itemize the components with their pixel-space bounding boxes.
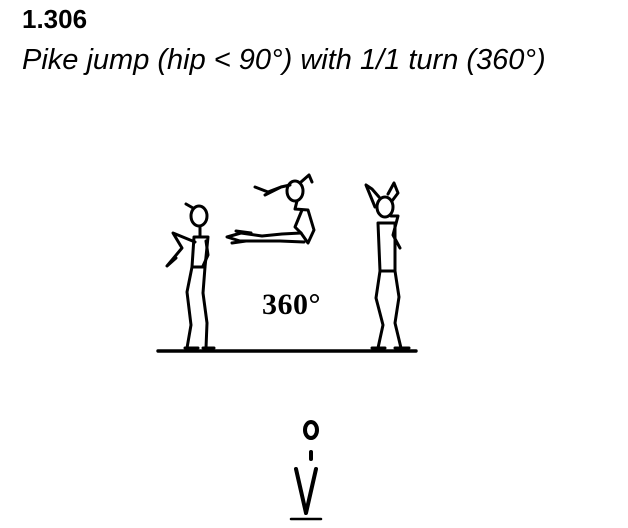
standing-gymnast [165,202,216,350]
element-description: Pike jump (hip < 90°) with 1/1 turn (360… [22,44,546,76]
pike-jump-gymnast [225,173,316,245]
jump-illustration [156,173,418,353]
rotation-label: 360° [262,288,321,321]
landing-gymnast [364,181,411,350]
element-number: 1.306 [22,4,88,34]
pike-jump-full-turn-symbol [289,420,323,521]
